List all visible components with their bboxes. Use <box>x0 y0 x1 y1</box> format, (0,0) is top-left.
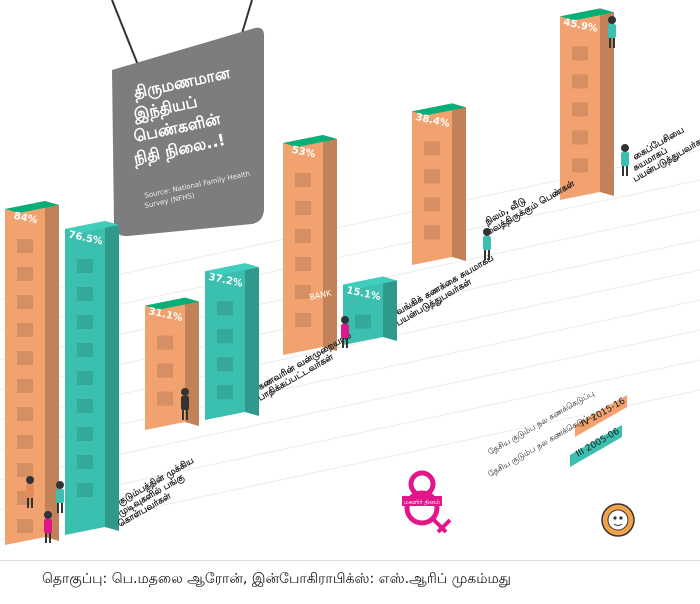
bar-window <box>157 392 173 406</box>
person-leg <box>49 533 51 543</box>
bar: 38.4% <box>412 103 466 265</box>
bar-window <box>217 385 233 399</box>
category-label-line: வைத்திருக்கும் பெண்கள் <box>483 178 578 240</box>
bar-window <box>157 336 173 350</box>
person-head <box>608 16 616 24</box>
person-leg <box>57 503 59 513</box>
person-head <box>56 481 64 489</box>
womens-day-badge: மகளிர் தினம் <box>402 473 450 532</box>
person-body <box>483 236 491 250</box>
bar-window <box>295 229 311 243</box>
bar-window <box>17 407 33 421</box>
bar-window <box>17 435 33 449</box>
person-body <box>181 396 189 410</box>
person-leg <box>342 338 344 348</box>
bar-window <box>17 239 33 253</box>
person-leg <box>346 338 348 348</box>
person-leg <box>61 503 63 513</box>
person-leg <box>622 166 624 176</box>
person-leg <box>182 410 184 420</box>
credit-text: தொகுப்பு: பெ.மதலை ஆரோன், இன்போகிராபிக்ஸ்… <box>42 571 511 589</box>
bar-window <box>77 399 93 413</box>
bar-window <box>77 259 93 273</box>
bar-window <box>572 102 588 116</box>
bars: 84%76.5%31.1%37.2%53%15.1%38.4%45.9%BANK… <box>5 8 614 545</box>
bar-window <box>572 74 588 88</box>
bar-window <box>295 313 311 327</box>
person-head <box>44 511 52 519</box>
person-head <box>341 316 349 324</box>
badge-text: மகளிர் தினம் <box>404 499 440 506</box>
person-leg <box>186 410 188 420</box>
bar-window <box>572 46 588 60</box>
publisher-logo-icon <box>602 504 634 536</box>
bar-window <box>17 295 33 309</box>
bar-window <box>572 158 588 172</box>
person-leg <box>27 498 29 508</box>
category-label-line: வங்கிக் கணக்கை சுயமாகப் <box>394 252 496 317</box>
bar-window <box>295 201 311 215</box>
person-head <box>483 228 491 236</box>
bar-window <box>424 169 440 183</box>
person-body <box>621 152 629 166</box>
bar-window <box>424 225 440 239</box>
bar-window <box>77 455 93 469</box>
person-body <box>44 519 52 533</box>
bar-side <box>245 263 259 416</box>
person-head <box>26 476 34 484</box>
bar-window <box>572 130 588 144</box>
person-leg <box>626 166 628 176</box>
title-sign: திருமணமானஇந்தியப்பெண்களின்நிதி நிலை..! S… <box>112 0 264 236</box>
bar: 31.1% <box>145 298 199 430</box>
bar-window <box>217 329 233 343</box>
bar-window <box>295 173 311 187</box>
bar-window <box>77 343 93 357</box>
bar-window <box>77 287 93 301</box>
bar-window <box>17 519 33 533</box>
bar-window <box>424 197 440 211</box>
bar-side <box>323 135 337 351</box>
bar-window <box>17 379 33 393</box>
bar: 37.2% <box>205 263 259 420</box>
person-leg <box>613 38 615 48</box>
bar-window <box>77 483 93 497</box>
person-icon <box>44 511 52 543</box>
bar-window <box>295 257 311 271</box>
person-body <box>56 489 64 503</box>
bar-window <box>77 371 93 385</box>
bar: 15.1% <box>343 277 397 345</box>
bar-side <box>105 221 119 531</box>
bar-side <box>452 103 466 261</box>
chart-canvas: திருமணமானஇந்தியப்பெண்களின்நிதி நிலை..! S… <box>0 0 700 560</box>
person-icon <box>621 144 629 176</box>
bar-window <box>355 315 371 329</box>
person-leg <box>31 498 33 508</box>
bar: 45.9% <box>560 8 614 200</box>
bar-window <box>424 141 440 155</box>
bar-window <box>17 463 33 477</box>
bar: 53% <box>283 135 337 355</box>
bar-window <box>77 315 93 329</box>
bar-window <box>77 427 93 441</box>
person-head <box>621 144 629 152</box>
bar-window <box>157 364 173 378</box>
legend: தேசிய குடும்ப நல கணக்கெடுப்புIV 2015-16த… <box>487 389 628 480</box>
bar-window <box>217 357 233 371</box>
person-leg <box>488 250 490 260</box>
person-body <box>341 324 349 338</box>
person-body <box>608 24 616 38</box>
credit-bar: தொகுப்பு: பெ.மதலை ஆரோன், இன்போகிராபிக்ஸ்… <box>0 560 700 604</box>
person-icon <box>56 481 64 513</box>
bar: 76.5% <box>65 221 119 535</box>
person-head <box>181 388 189 396</box>
person-leg <box>609 38 611 48</box>
person-leg <box>484 250 486 260</box>
bar-window <box>217 301 233 315</box>
bar-window <box>17 351 33 365</box>
person-leg <box>45 533 47 543</box>
bar-window <box>17 267 33 281</box>
person-body <box>26 484 34 498</box>
bar-window <box>17 323 33 337</box>
